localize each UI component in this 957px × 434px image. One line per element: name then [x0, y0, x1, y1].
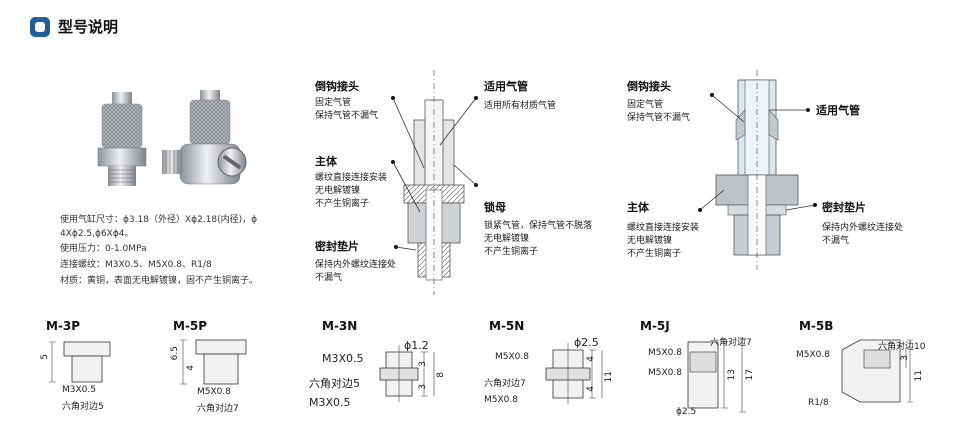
model-m5n-title: M-5N — [489, 319, 525, 333]
m5b-dim-thread: M5X0.8 — [796, 350, 830, 360]
m3p-dim-thread: M3X0.5 — [62, 385, 96, 395]
spec-line-5: 材质：黄铜，表面无电解镀镍，固不产生铜离子。 — [60, 276, 259, 286]
m3n-dim-top-len: 3 — [418, 361, 428, 367]
section-drawing-1 — [403, 70, 465, 295]
model-m5b-title: M-5B — [799, 319, 834, 333]
spec-line-1: 使用气缸尺寸：ϕ3.18（外径）Xϕ2.18(内径)，ϕ — [60, 215, 258, 225]
m5b-dim-depth: 3 — [900, 355, 910, 361]
m3n-dim-thread-bottom: M3X0.5 — [309, 396, 351, 409]
spec-line-2: 4Xϕ2.5,ϕ6Xϕ4。 — [60, 229, 134, 239]
dim-drawing-m5p — [180, 339, 247, 385]
section-icon — [30, 17, 50, 37]
spec-line-4: 连接螺纹：M3X0.5、M5X0.8、R1/8 — [60, 260, 212, 270]
dim-drawing-m3n — [379, 345, 435, 402]
m5j-dim-thread-top: M5X0.8 — [648, 348, 682, 358]
fitting-photo-elbow — [162, 90, 247, 185]
spec-line-3: 使用压力：0-1.0MPa — [60, 244, 147, 254]
d2-body-desc-2: 无电解镀镍 — [627, 236, 673, 246]
d1-tube-title: 适用气管 — [484, 80, 528, 93]
d1-body-desc-2: 无电解镀镍 — [315, 186, 361, 196]
d1-hook-desc-1: 固定气管 — [315, 98, 352, 108]
dim-drawing-m5n — [545, 343, 603, 404]
d2-seal-desc-2: 不漏气 — [822, 236, 850, 246]
d1-hook-title: 倒钩接头 — [315, 80, 359, 93]
page-title: 型号说明 — [58, 18, 119, 36]
dim-drawing-m5j — [687, 337, 746, 413]
m5p-dim-height: 6.5 — [170, 346, 180, 361]
m5n-dim-total: 11 — [604, 371, 614, 383]
m5j-dim-thread-side: M5X0.8 — [648, 368, 682, 378]
d2-hook-title: 倒钩接头 — [627, 80, 671, 93]
section-drawing-2 — [715, 70, 799, 270]
m3n-dim-bore: ϕ1.2 — [404, 339, 429, 352]
m3p-dim-height: 5 — [40, 354, 50, 360]
d1-nut-desc-3: 不产生铜离子 — [484, 247, 539, 257]
m5b-dim-hex: 六角对边10 — [878, 342, 926, 352]
d1-body-desc-3: 不产生铜离子 — [315, 199, 370, 209]
m5p-dim-top: 4 — [186, 365, 196, 371]
m5b-dim-pipe-thread: R1/8 — [808, 398, 829, 408]
m5n-dim-top-len: 4 — [586, 356, 596, 362]
d2-seal-title: 密封垫片 — [822, 201, 866, 214]
leader-lines-1 — [391, 96, 478, 251]
d1-body-desc-1: 螺纹直接连接安装 — [315, 173, 388, 183]
d2-seal-desc-1: 保持内外螺纹连接处 — [822, 223, 904, 233]
d2-body-desc-1: 螺纹直接连接安装 — [627, 223, 700, 233]
d1-tube-desc-1: 适用所有材质气管 — [484, 101, 557, 111]
m5n-dim-bore: ϕ2.5 — [574, 336, 599, 349]
m3n-dim-bottom-len: 3 — [418, 384, 428, 390]
m5n-dim-hex: 六角对边7 — [484, 379, 526, 389]
m3n-dim-thread-top: M3X0.5 — [322, 352, 364, 365]
d1-hook-desc-2: 保持气管不漏气 — [315, 111, 379, 121]
m3n-dim-total: 8 — [436, 372, 446, 378]
m5n-dim-thread-top: M5X0.8 — [495, 352, 529, 362]
model-m5j-title: M-5J — [640, 319, 670, 333]
m5j-dim-total: 17 — [745, 369, 755, 381]
dim-drawing-m5b — [841, 339, 913, 403]
d1-seal-title: 密封垫片 — [315, 240, 359, 253]
m5j-dim-height: 13 — [727, 369, 737, 381]
dim-drawing-m3p — [49, 341, 111, 383]
d2-hook-desc-1: 固定气管 — [627, 100, 664, 110]
model-m5p-title: M-5P — [173, 319, 208, 333]
d1-seal-desc-2: 不漏气 — [315, 273, 343, 283]
d2-body-title: 主体 — [627, 201, 649, 214]
m5j-dim-bore: ϕ2.5 — [676, 407, 697, 417]
d1-body-title: 主体 — [315, 155, 337, 168]
d2-body-desc-3: 不产生铜离子 — [627, 249, 682, 259]
leader-lines-2 — [698, 93, 817, 212]
m5p-dim-thread: M5X0.8 — [197, 387, 231, 397]
m5n-dim-bottom-len: 4 — [586, 386, 596, 392]
d1-nut-title: 锁母 — [484, 201, 506, 214]
d1-nut-desc-1: 锁紧气管，保持气管不脱落 — [484, 221, 593, 231]
d2-hook-desc-2: 保持气管不漏气 — [627, 113, 691, 123]
m3p-dim-hex: 六角对边5 — [62, 402, 104, 412]
d1-seal-desc-1: 保持内外螺纹连接处 — [315, 260, 397, 270]
d1-nut-desc-2: 无电解镀镍 — [484, 234, 530, 244]
model-m3n-title: M-3N — [322, 319, 358, 333]
d2-tube-title: 适用气管 — [816, 104, 860, 117]
m5p-dim-hex: 六角对边7 — [197, 404, 239, 414]
fitting-photo-straight — [97, 92, 147, 186]
m3n-dim-hex: 六角对边5 — [309, 377, 360, 390]
model-m3p-title: M-3P — [46, 319, 81, 333]
m5b-dim-height: 11 — [914, 370, 924, 382]
m5n-dim-thread-bottom: M5X0.8 — [484, 395, 518, 405]
m5j-dim-hex: 六角对边7 — [710, 338, 752, 348]
